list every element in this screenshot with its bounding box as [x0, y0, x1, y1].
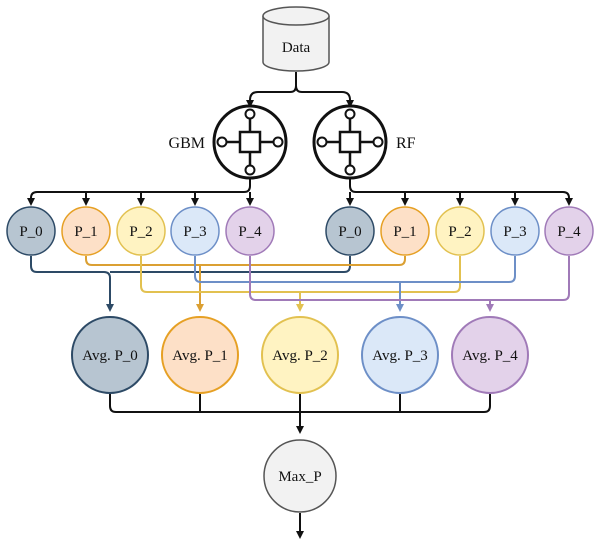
gbm-p-node-4: P_4	[225, 206, 275, 256]
rf-p-node-4: P_4	[544, 206, 594, 256]
edge-class2-gbm	[140, 256, 461, 293]
rf-p-nodes: P_0 P_1 P_2 P_3 P_4	[325, 206, 594, 256]
rf-p-node-0: P_0	[325, 206, 375, 256]
avg-label-1: Avg. P_1	[172, 348, 228, 364]
rf-p-node-3: P_3	[490, 206, 540, 256]
gbm-p-node-3: P_3	[170, 206, 220, 256]
avg-nodes: Avg. P_0 Avg. P_1 Avg. P_2 Avg. P_3 Avg.…	[71, 316, 529, 394]
model-node-rf: RF	[312, 104, 416, 180]
data-node: Data	[262, 6, 330, 72]
gbm-p-label-0: P_0	[19, 224, 42, 240]
edge-data-to-rf	[295, 85, 354, 108]
avg-node-3: Avg. P_3	[361, 316, 439, 394]
avg-node-0: Avg. P_0	[71, 316, 149, 394]
gbm-p-node-2: P_2	[116, 206, 166, 256]
edge-class1-gbm	[85, 256, 406, 266]
avg-label-3: Avg. P_3	[372, 348, 428, 364]
rf-p-label-0: P_0	[338, 224, 361, 240]
database-cylinder-icon	[262, 6, 330, 72]
edge-class0-gbm	[30, 256, 114, 312]
rf-p-label-2: P_2	[448, 224, 471, 240]
rf-p-label-4: P_4	[557, 224, 581, 240]
gbm-p-label-4: P_4	[238, 224, 262, 240]
rf-p-node-1: P_1	[380, 206, 430, 256]
max-node: Max_P	[263, 439, 337, 513]
avg-label-2: Avg. P_2	[272, 348, 328, 364]
gbm-p-nodes: P_0 P_1 P_2 P_3 P_4	[6, 206, 275, 256]
edges-layer	[27, 72, 573, 539]
model-label-rf: RF	[396, 135, 416, 152]
edge-class4-gbm	[249, 256, 570, 301]
network-hub-icon	[312, 104, 388, 180]
avg-node-2: Avg. P_2	[261, 316, 339, 394]
avg-label-0: Avg. P_0	[82, 348, 138, 364]
model-node-gbm: GBM	[169, 104, 288, 180]
gbm-p-label-2: P_2	[129, 224, 152, 240]
gbm-p-label-1: P_1	[74, 224, 97, 240]
rf-p-label-1: P_1	[393, 224, 416, 240]
data-node-label: Data	[282, 40, 311, 56]
rf-p-node-2: P_2	[435, 206, 485, 256]
gbm-p-label-3: P_3	[183, 224, 206, 240]
gbm-p-node-1: P_1	[61, 206, 111, 256]
edge-class0-rf	[110, 256, 351, 273]
model-label-gbm: GBM	[169, 135, 205, 152]
rf-p-label-3: P_3	[503, 224, 526, 240]
avg-label-4: Avg. P_4	[462, 348, 518, 364]
max-node-label: Max_P	[278, 469, 321, 485]
network-hub-icon	[212, 104, 288, 180]
avg-node-4: Avg. P_4	[451, 316, 529, 394]
edge-data-to-gbm	[246, 72, 297, 108]
avg-node-1: Avg. P_1	[161, 316, 239, 394]
edge-class3-gbm	[194, 256, 516, 283]
gbm-p-node-0: P_0	[6, 206, 56, 256]
